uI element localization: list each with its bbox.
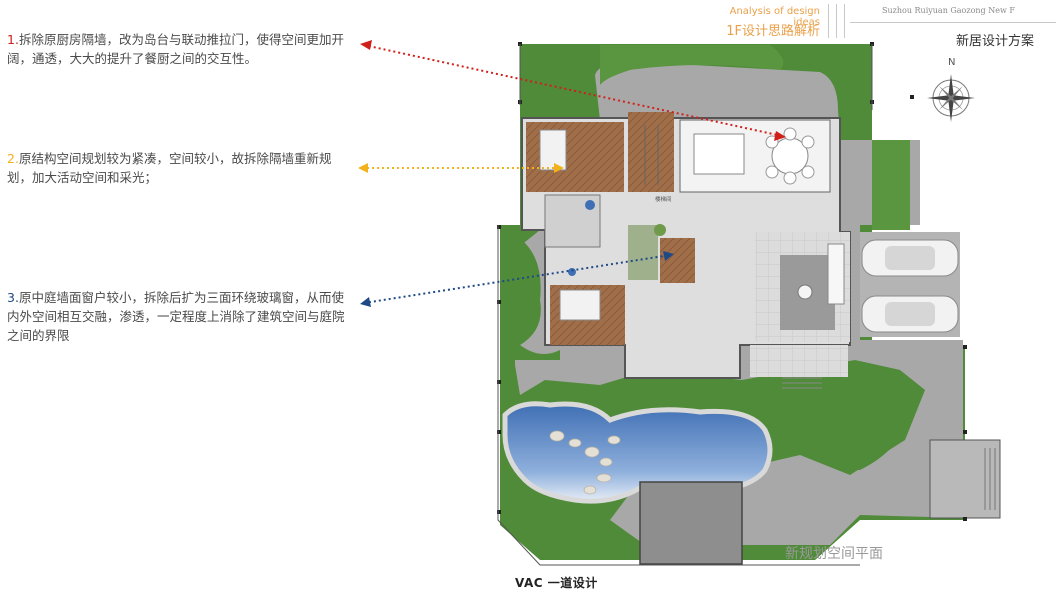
dining-table <box>765 127 815 185</box>
page-title: 新居设计方案 <box>955 34 1034 49</box>
annotation-2: 2.原结构空间规划较为紧凑，空间较小，故拆除隔墙重新规划，加大活动空间和采光； <box>7 149 352 187</box>
front-terrace <box>750 345 848 377</box>
header-divider <box>844 4 845 38</box>
header-divider <box>828 4 829 38</box>
courtyard-garden <box>628 225 658 280</box>
arrow-3-head <box>663 251 674 261</box>
plan-caption: 新规划空间平面 <box>785 546 883 562</box>
arrow-1-tail-head <box>360 40 372 50</box>
coffee-table <box>797 284 813 300</box>
annotation-1-number: 1. <box>7 32 19 47</box>
arrow-1-head <box>774 131 786 141</box>
arrow-2-head <box>554 163 564 173</box>
front-steps <box>782 377 822 389</box>
stepping-stones <box>549 430 621 495</box>
arrow-3-tail-head <box>360 297 371 307</box>
annotation-3-number: 3. <box>7 290 19 305</box>
bed <box>539 129 567 171</box>
studio-logo: VAC 一道设计 <box>515 576 598 590</box>
analysis-title-cn: 1F设计思路解析 <box>726 24 820 39</box>
car-top <box>861 239 959 277</box>
stair-label: 楼梯间 <box>655 195 672 203</box>
wash-basin <box>585 200 595 210</box>
lawn <box>505 232 560 360</box>
annotation-3-text: 原中庭墙面窗户较小，拆除后扩为三面环绕玻璃窗，从而使内外空间相互交融，渗透，一定… <box>7 290 345 343</box>
stair-floor <box>628 112 674 192</box>
wash-basin <box>568 268 576 276</box>
pond <box>502 401 773 504</box>
compass-rose-icon <box>927 74 975 122</box>
arrow-1 <box>363 44 783 137</box>
annotation-2-text: 原结构空间规划较为紧凑，空间较小，故拆除隔墙重新规划，加大活动空间和采光； <box>7 151 332 185</box>
sofa <box>827 243 845 305</box>
header-divider <box>836 4 837 38</box>
analysis-subtitle-en: Analysis of design ideas <box>729 6 820 28</box>
desk <box>559 289 601 321</box>
deck-floor <box>660 238 695 283</box>
kitchen-island <box>693 133 745 175</box>
annotation-arrows <box>362 44 783 304</box>
annotation-1: 1.拆除原厨房隔墙，改为岛台与联动推拉门，使得空间更加开阔，通透，大大的提升了餐… <box>7 30 352 68</box>
plant <box>654 224 666 236</box>
header-rule <box>850 22 1056 23</box>
lawn <box>872 140 910 230</box>
arrowheads <box>358 40 786 307</box>
annotation-1-text: 拆除原厨房隔墙，改为岛台与联动推拉门，使得空间更加开阔，通透，大大的提升了餐厨之… <box>7 32 344 66</box>
entry-steps <box>984 448 996 510</box>
boundary-wall <box>497 44 873 566</box>
stone-terrace <box>639 481 743 565</box>
project-name-en: Suzhou Ruiyuan Gaozong New F <box>882 6 1015 15</box>
annotation-3: 3.原中庭墙面窗户较小，拆除后扩为三面环绕玻璃窗，从而使内外空间相互交融，渗透，… <box>7 288 352 345</box>
annotation-2-number: 2. <box>7 151 19 166</box>
staircase <box>644 125 659 185</box>
compass-north-label: N <box>948 57 955 68</box>
lawn <box>850 404 905 470</box>
arrow-2-tail-head <box>358 163 368 173</box>
arrow-3 <box>363 254 671 304</box>
lawn <box>520 44 600 105</box>
lawn <box>600 45 784 85</box>
car-bottom <box>861 295 959 333</box>
